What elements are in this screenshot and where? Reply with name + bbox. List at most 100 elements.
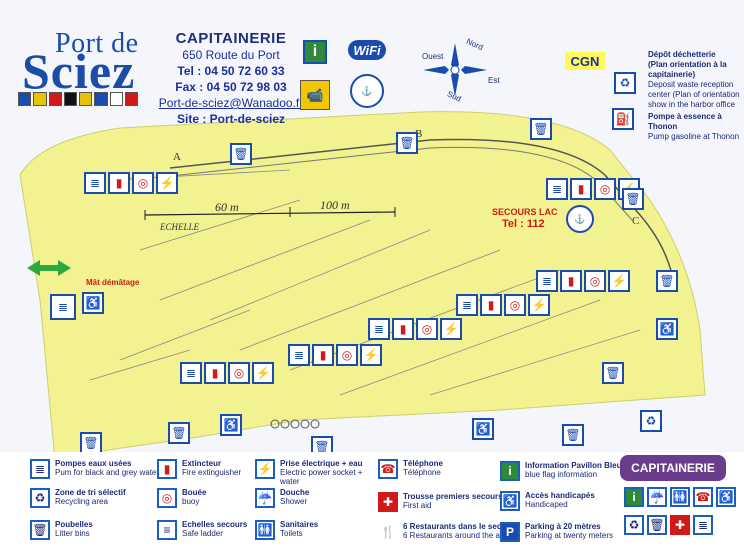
shower-icon: ☔ — [255, 488, 275, 508]
wheelchair-icon: ♿ — [500, 491, 520, 511]
map-label-c: C — [632, 215, 640, 227]
legend-blue-flag-fr: Information Pavillon Bleu — [525, 461, 622, 470]
map-label-a: A — [173, 151, 181, 163]
shower-icon: ☔ — [647, 487, 667, 507]
plug-icon: ⚡ — [156, 172, 178, 194]
service-cluster[interactable]: ≣ ▮ ◎ ⚡ — [368, 318, 462, 340]
secours-lac-label: SECOURS LAC — [492, 207, 558, 217]
video-surveillance-icon: 📹 — [300, 80, 330, 110]
extinguisher-icon: ▮ — [312, 344, 334, 366]
legend-electric-en: Electric power socket + water — [280, 468, 363, 486]
legend-extinguisher-en: Fire extinguisher — [182, 468, 242, 477]
bin-icon[interactable]: 🗑 — [168, 422, 190, 444]
service-cluster[interactable]: ≣ ▮ ◎ ⚡ — [456, 294, 550, 316]
wheelchair-icon[interactable]: ♿ — [82, 292, 104, 314]
flag — [48, 92, 62, 106]
legend-phone-en: Téléphone — [403, 468, 441, 477]
echelle-label: ECHELLE — [160, 222, 200, 232]
capitainerie-tel: Tel : 04 50 72 60 33 — [177, 64, 285, 78]
service-cluster[interactable]: ≣ ▮ ◎ ⚡ — [84, 172, 178, 194]
dock-row — [239, 249, 501, 351]
waste-fr: (Plan orientation à la capitainerie) — [648, 60, 727, 79]
fuel-fr: Pompe à essence à Thonon — [648, 112, 722, 131]
capitainerie-services-row2: ♻ 🗑 ✚ ≣ — [624, 515, 713, 535]
fuel-pump-icon: ⛽ — [612, 108, 634, 130]
scale-60-label: 60 m — [215, 200, 239, 214]
wheelchair-icon: ♿ — [716, 487, 736, 507]
legend-first-aid-en: First aid — [403, 501, 432, 510]
boat-row — [270, 419, 320, 429]
bin-icon: 🗑 — [647, 515, 667, 535]
pump-icon: ≣ — [546, 178, 568, 200]
capitainerie-services-row1: i ☔ 🚻 ☎ ♿ — [624, 487, 736, 507]
bin-icon[interactable]: 🗑 — [396, 132, 418, 154]
info-icon: i — [303, 40, 327, 64]
fuel-en: Pump gasoline at Thonon — [648, 132, 740, 141]
recycle-icon: ♻ — [30, 488, 50, 508]
legend-recycle-fr: Zone de tri sélectif — [55, 488, 126, 497]
service-cluster[interactable]: ≣ ▮ ◎ ⚡ — [288, 344, 382, 366]
bin-icon[interactable]: 🗑 — [656, 270, 678, 292]
bin-icon[interactable]: 🗑 — [80, 432, 102, 454]
info-icon: i — [624, 487, 644, 507]
waste-deposit-icon: ≣ — [693, 515, 713, 535]
buoy-icon: ◎ — [504, 294, 526, 316]
extinguisher-icon: ▮ — [157, 459, 177, 479]
legend-pump-en: Pum for black and grey waters — [55, 468, 164, 477]
plug-icon: ⚡ — [440, 318, 462, 340]
waste-deposit-icon: ♻ — [614, 72, 636, 94]
bin-icon[interactable]: 🗑 — [622, 188, 644, 210]
service-cluster[interactable]: ≣ ▮ ◎ ⚡ — [536, 270, 630, 292]
capitainerie-email[interactable]: Port-de-sciez@Wanadoo.fr — [158, 96, 304, 110]
capitainerie-address: 650 Route du Port — [182, 48, 280, 62]
bin-icon: 🗑 — [30, 520, 50, 540]
waste-en: Deposit waste reception center (Plan of … — [648, 80, 740, 109]
bin-icon[interactable]: 🗑 — [530, 118, 552, 140]
parking-icon: P — [500, 522, 520, 542]
legend-handicap-en: Handicaped — [525, 500, 568, 509]
compass-center — [450, 65, 460, 75]
legend-shower-fr: Douche — [280, 488, 310, 497]
dock-row — [119, 309, 251, 361]
wheelchair-icon[interactable]: ♿ — [656, 318, 678, 340]
pier-road-inner — [169, 146, 633, 221]
recycle-icon[interactable]: ♻ — [640, 410, 662, 432]
bin-icon[interactable]: 🗑 — [562, 424, 584, 446]
restaurant-icon: 🍴 — [378, 522, 398, 542]
wheelchair-icon[interactable]: ♿ — [472, 418, 494, 440]
wheelchair-icon[interactable]: ♿ — [220, 414, 242, 436]
legend-pump-fr: Pompes eaux usées — [55, 459, 132, 468]
recycle-icon: ♻ — [624, 515, 644, 535]
pier-road — [169, 138, 676, 291]
dock-row — [339, 299, 601, 396]
dock-row — [139, 199, 301, 251]
pump-icon: ≣ — [84, 172, 106, 194]
extinguisher-icon: ▮ — [560, 270, 582, 292]
capitainerie-fax: Fax : 04 50 72 98 03 — [175, 80, 287, 94]
legend-toilets-en: Toilets — [280, 529, 303, 538]
buoy-icon: ◎ — [132, 172, 154, 194]
logo-port-text: Port de — [55, 28, 139, 59]
plug-icon: ⚡ — [528, 294, 550, 316]
flag — [18, 92, 32, 106]
pump-icon[interactable]: ≣ — [50, 294, 76, 320]
compass-rose — [423, 43, 487, 97]
map-label-b: B — [415, 128, 423, 140]
service-cluster[interactable]: ≣ ▮ ◎ ⚡ — [180, 362, 274, 384]
bin-icon[interactable]: 🗑 — [602, 362, 624, 384]
green-arrow — [27, 260, 71, 276]
extinguisher-icon: ▮ — [570, 178, 592, 200]
rescue-badge-icon: ⚓ — [566, 205, 594, 233]
first-aid-icon: ✚ — [378, 492, 398, 512]
capitainerie-site[interactable]: Site : Port-de-sciez — [176, 112, 286, 126]
buoy-icon: ◎ — [416, 318, 438, 340]
legend-first-aid-fr: Trousse premiers secours — [403, 492, 503, 501]
bin-icon[interactable]: 🗑 — [230, 143, 252, 165]
